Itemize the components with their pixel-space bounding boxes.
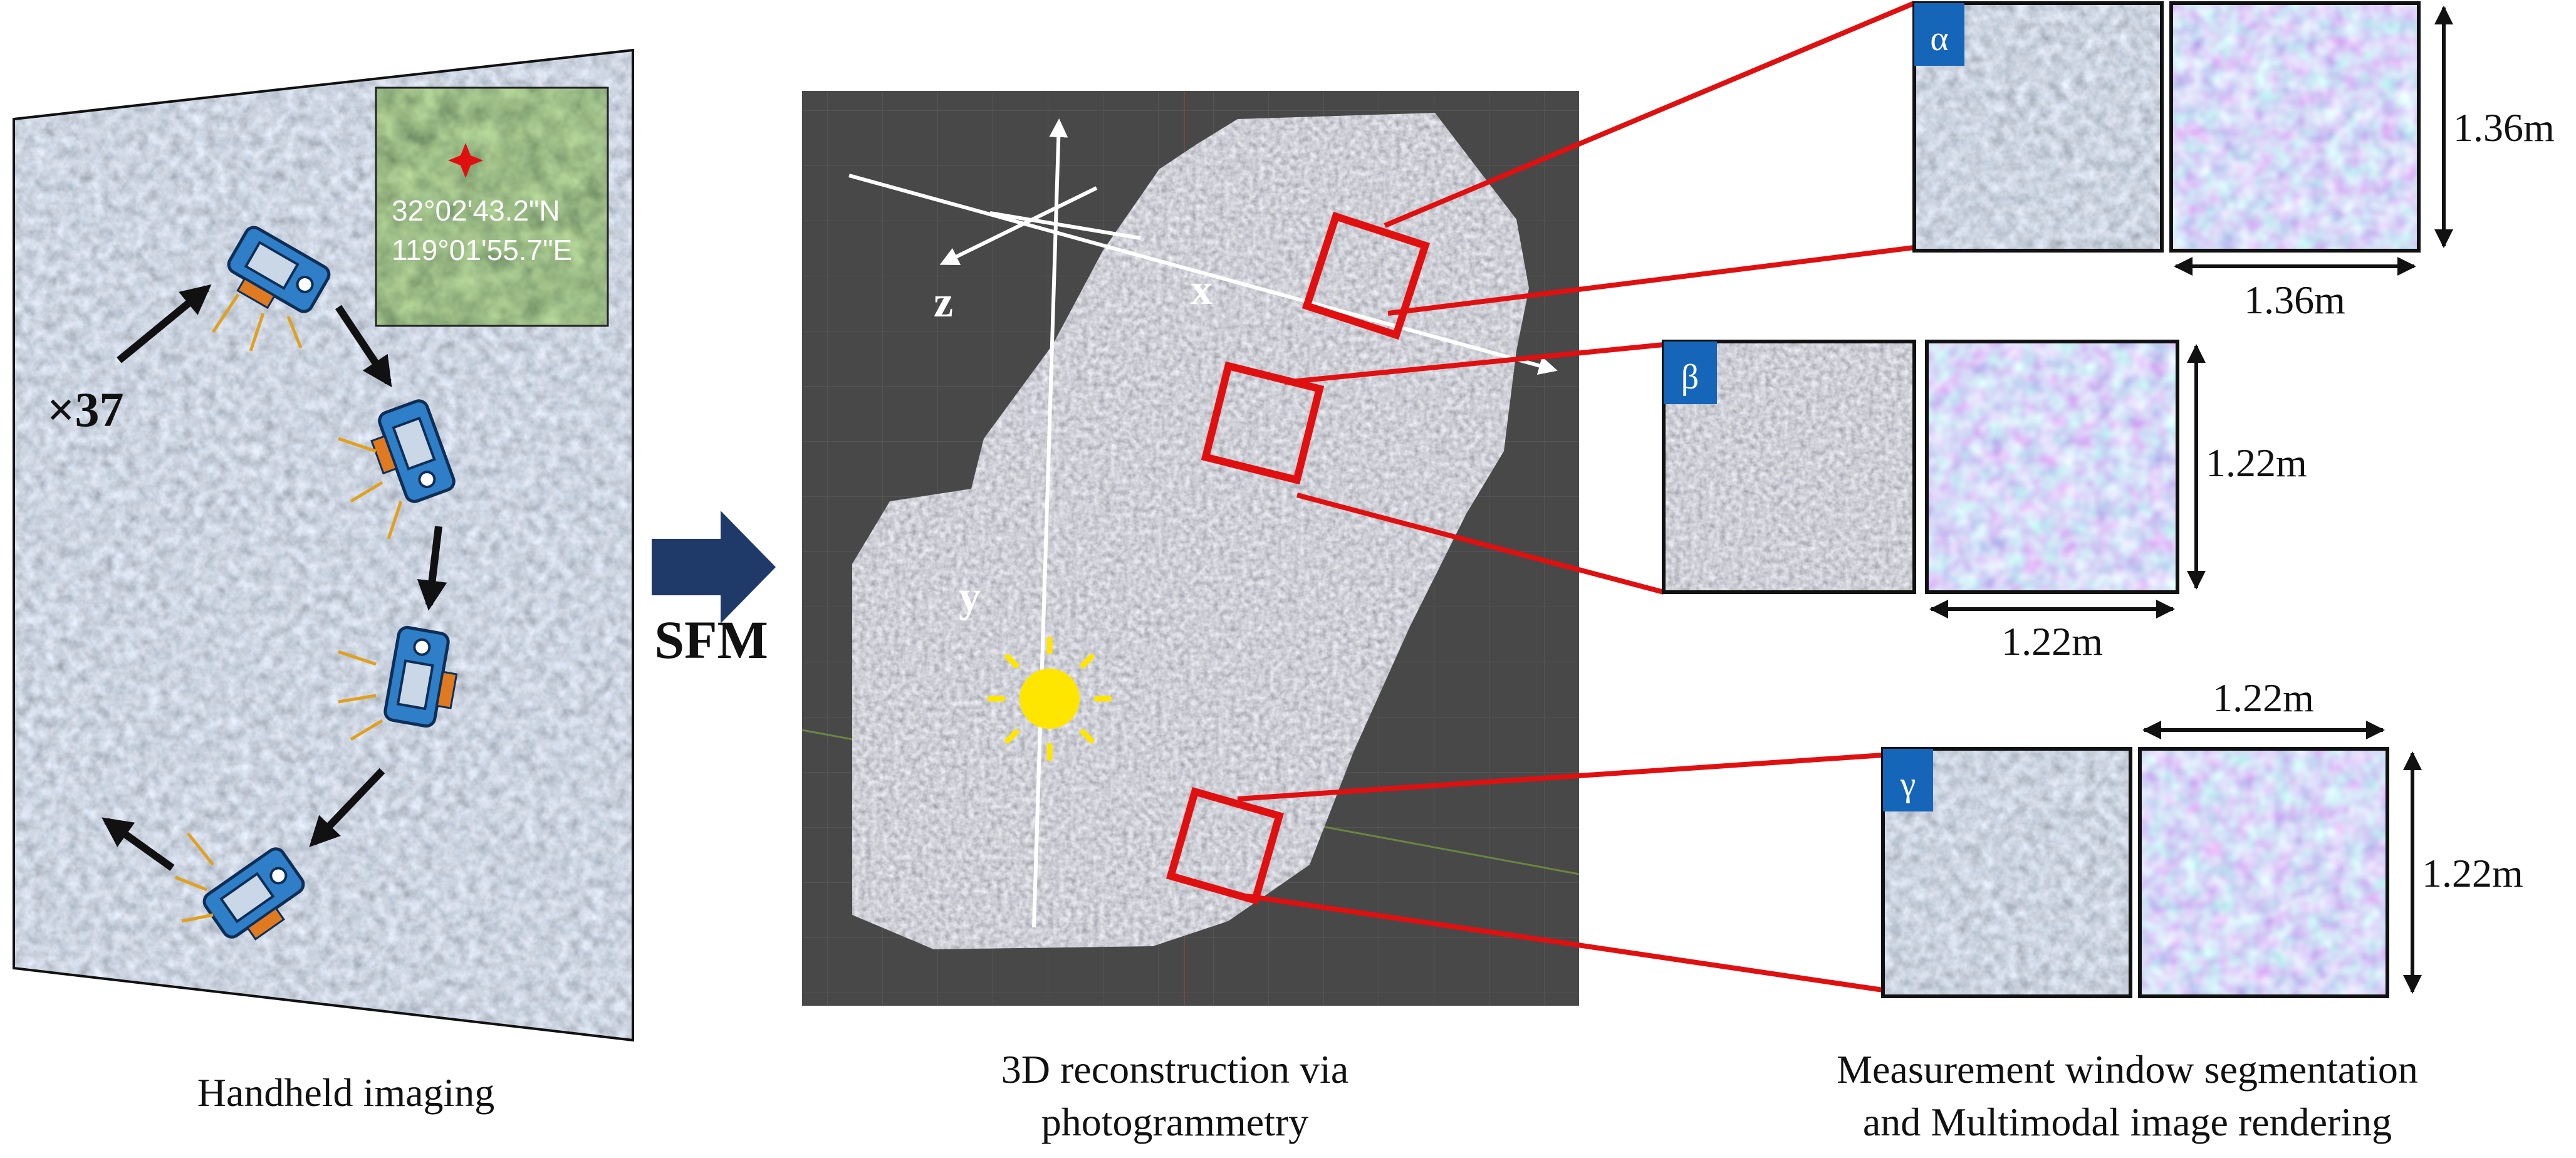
window-alpha-normal-map [2171,3,2419,251]
path-arrow [335,305,392,387]
window-alpha-height: 1.36m [2453,105,2555,150]
window-gamma-label: γ [1900,765,1916,804]
window-alpha: α 1.36m 1.36m [1912,1,2555,322]
window-beta-label: β [1681,358,1699,397]
window-beta-normal-map [1927,342,2177,592]
photo-frame [13,48,634,1042]
sun-icon [987,636,1112,761]
path-arrow [309,768,385,847]
satellite-inset: 32°02'43.2"N 119°01'55.7"E [375,86,609,327]
axis-z-label: z [934,278,953,326]
window-gamma-width: 1.22m [2213,676,2314,720]
path-arrow [417,526,447,611]
window-alpha-width: 1.36m [2244,278,2345,322]
sfm-transition: SFM [652,511,776,670]
window-gamma-tag [1883,749,1933,811]
window-alpha-selection [1301,211,1431,340]
camera-icon [370,399,456,503]
reconstruction-caption-line2: photogrammetry [1041,1100,1309,1144]
window-alpha-label: α [1930,19,1948,58]
connector-lines [1237,1,1916,993]
gps-longitude: 119°01'55.7"E [392,234,572,266]
reconstruction-panel: z x y 3D reconstruction via photogram [801,91,1580,1144]
window-gamma-height: 1.22m [2422,851,2523,895]
window-beta: β 1.22m 1.22m [1662,340,2307,664]
gps-latitude: 32°02'43.2"N [392,194,560,227]
camera-icon [383,625,458,728]
segmentation-caption-line1: Measurement window segmentation [1837,1047,2418,1092]
location-marker-icon [448,143,483,178]
window-gamma-normal-map [2140,749,2387,996]
axis-y-label: y [959,573,981,621]
window-beta-selection [1201,361,1325,485]
axis-x-label: x [1191,266,1212,314]
window-gamma: γ 1.22m 1.22m [1881,676,2523,998]
window-beta-width: 1.22m [2001,619,2103,664]
handheld-imaging-caption: Handheld imaging [197,1070,495,1115]
coordinate-axes [848,118,1558,928]
window-beta-tag [1664,342,1717,404]
right-arrow-icon [652,511,776,623]
window-beta-height: 1.22m [2206,441,2307,485]
reconstruction-caption-line1: 3D reconstruction via [1001,1047,1349,1092]
window-alpha-tag [1914,3,1964,66]
handheld-imaging-panel: 32°02'43.2"N 119°01'55.7"E [13,48,634,1115]
window-gamma-selection [1165,786,1285,905]
path-arrow [102,817,175,871]
image-count-label: ×37 [47,382,123,437]
camera-icon [202,847,305,941]
measurement-windows-panel: α 1.36m 1.36m β 1.22m 1.22m γ [1662,1,2555,1144]
segmentation-caption-line2: and Multimodal image rendering [1863,1100,2392,1144]
sfm-label: SFM [654,610,768,670]
camera-icon [227,226,331,313]
path-arrow [117,284,212,363]
camera-path [102,226,458,941]
